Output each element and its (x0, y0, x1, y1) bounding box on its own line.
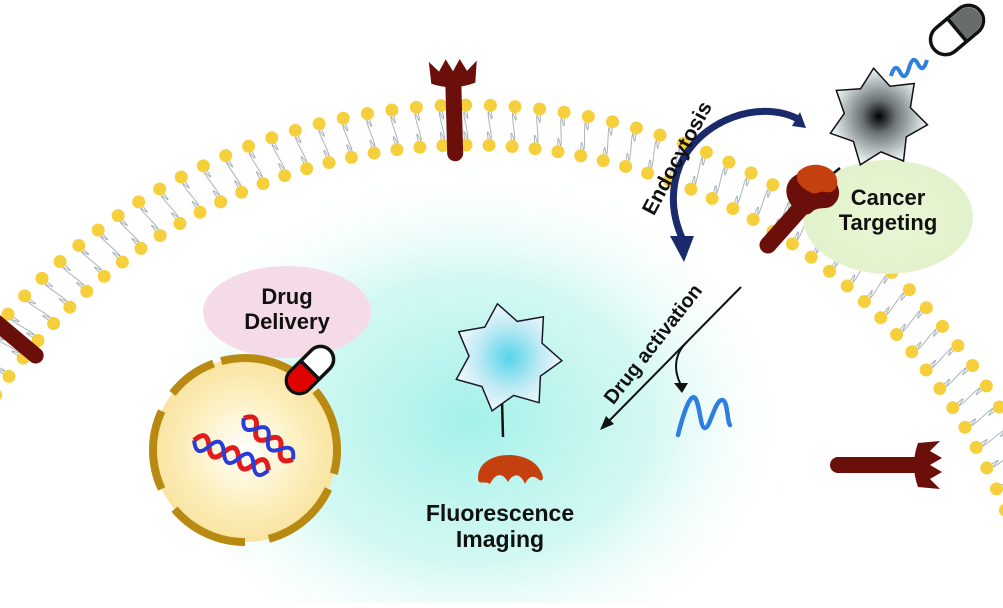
lipid (360, 107, 381, 160)
drug-delivery-label: Drug Delivery (237, 284, 337, 335)
lipid (91, 223, 129, 269)
lipid (980, 459, 1003, 475)
drug-delivery-line2: Delivery (244, 309, 330, 335)
lipid (933, 358, 980, 396)
lipid (905, 319, 949, 359)
dna-icon (192, 414, 296, 478)
lipid (312, 117, 336, 170)
lipid (153, 182, 187, 231)
lipid (1, 307, 45, 347)
lipid (385, 103, 404, 157)
ligand-icon (478, 455, 543, 484)
lipid (265, 131, 292, 183)
ligand-icon (796, 164, 838, 194)
cancer-targeting-label: Cancer Targeting (838, 185, 938, 236)
envelope-segment (169, 359, 216, 396)
fluorescent-probe (455, 302, 564, 484)
lipid (111, 209, 148, 255)
lipid (18, 289, 61, 330)
receptor-icon (0, 315, 44, 364)
lipid (336, 111, 358, 164)
envelope-segment (149, 409, 166, 491)
envelope-segment (171, 506, 246, 546)
fluorescence-imaging-line2: Imaging (455, 526, 545, 553)
probe-star-icon (455, 302, 564, 413)
receptor-icon (830, 441, 942, 489)
wave-drug-icon (889, 57, 929, 79)
lipid (990, 482, 1003, 496)
fluorescence-imaging-label: Fluorescence Imaging (425, 500, 575, 553)
nucleus-body (153, 358, 337, 542)
probe-star-icon (829, 66, 929, 166)
lipid (684, 145, 713, 196)
lipid (969, 430, 1003, 454)
lipid (574, 110, 595, 163)
lipid (505, 100, 522, 154)
targeting-probe (814, 3, 986, 189)
lipid (705, 155, 736, 205)
cancer-targeting-line1: Cancer (850, 185, 926, 210)
lipid (746, 178, 780, 227)
lipid (619, 121, 643, 173)
lipid (946, 379, 993, 415)
lipid (288, 123, 314, 176)
lipid (0, 367, 16, 383)
lipid (196, 159, 228, 209)
lipid (551, 105, 571, 159)
lipid (132, 195, 167, 243)
lipid (242, 139, 270, 191)
lipid (434, 99, 450, 153)
lipid (890, 301, 933, 342)
lipid (35, 271, 77, 314)
cancer-targeting-bubble (803, 160, 973, 274)
lipid (726, 166, 758, 216)
drug-activation-arrow-icon (600, 286, 742, 430)
lipid (528, 102, 547, 156)
lipid (482, 98, 497, 152)
lipid (919, 339, 965, 377)
envelope-segment (312, 388, 341, 475)
lipid (596, 115, 620, 168)
lipid (998, 504, 1003, 517)
lipid (53, 255, 94, 298)
targeted-receptor (759, 164, 840, 254)
lipid (219, 149, 249, 199)
drug-delivery-line1: Drug (261, 284, 313, 309)
lipid (958, 400, 1003, 434)
cancer-targeting-line2: Targeting (838, 210, 938, 236)
lipid (874, 283, 916, 325)
lipid (641, 128, 667, 180)
lipid (409, 100, 427, 154)
drug-delivery-bubble (203, 266, 371, 358)
endocytosis-arrow-icon (669, 108, 806, 262)
capsule-icon (284, 344, 336, 396)
lipid (0, 390, 3, 400)
nucleus (149, 354, 341, 546)
lipid (174, 170, 207, 219)
capsule-icon (928, 3, 986, 57)
lipid (72, 238, 111, 283)
receptor-icon (428, 59, 477, 162)
wave-drug-icon (675, 395, 733, 438)
fluorescence-imaging-line1: Fluorescence (425, 500, 575, 526)
envelope-segment (267, 487, 333, 543)
